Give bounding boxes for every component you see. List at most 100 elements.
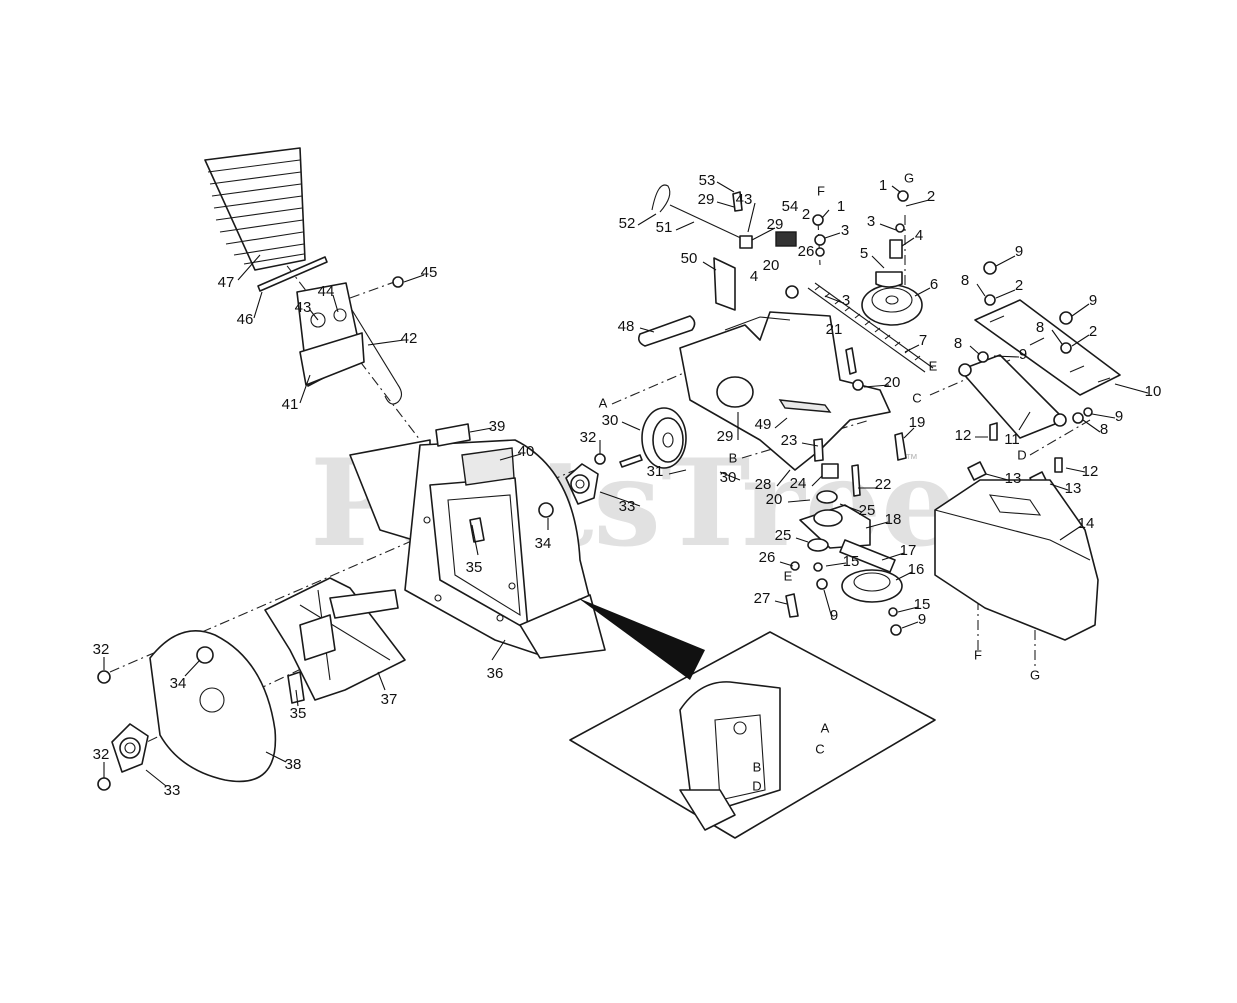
nut-8b <box>1072 412 1084 424</box>
idler-arm <box>799 504 896 573</box>
rod-51 <box>669 204 746 241</box>
nut-8a <box>977 351 989 363</box>
part-callout: 9 <box>1019 346 1027 363</box>
part-callout: 39 <box>489 418 506 435</box>
part-callout: 3 <box>867 213 875 230</box>
part-callout: 16 <box>908 561 925 578</box>
bearing-25a <box>816 490 838 504</box>
washer-f2 <box>814 234 826 246</box>
washer-f <box>812 214 824 226</box>
part-callout: 8 <box>961 272 969 289</box>
bushing-20b <box>852 379 864 391</box>
part-callout: 22 <box>875 476 892 493</box>
part-callout: 46 <box>237 311 254 328</box>
reference-letter: A <box>599 395 608 410</box>
bolt-35 <box>469 517 485 543</box>
part-callout: 9 <box>830 607 838 624</box>
rod <box>257 256 328 292</box>
nut-9c <box>983 261 997 275</box>
part-callout: 5 <box>860 245 868 262</box>
bearing-25b <box>807 538 829 552</box>
part-callout: 41 <box>282 396 299 413</box>
leader-lines <box>103 181 1149 787</box>
reference-letter: F <box>974 647 982 662</box>
part-callout: 2 <box>1015 277 1023 294</box>
nut-45 <box>392 276 404 288</box>
bearing-flange-right <box>565 463 599 505</box>
nut-9b <box>890 624 902 636</box>
part-callout: 8 <box>954 335 962 352</box>
fan-housing <box>349 439 606 659</box>
reference-letter: C <box>815 741 824 756</box>
hook-rod <box>351 309 403 405</box>
reference-letter: B <box>753 759 762 774</box>
knob-13a <box>967 461 987 481</box>
inset-pointer <box>578 598 705 680</box>
part-callout: 20 <box>766 491 783 508</box>
lever-bracket <box>713 257 736 311</box>
part-callout: 34 <box>535 535 552 552</box>
reference-letter: E <box>929 358 938 373</box>
part-callout: 9 <box>1089 292 1097 309</box>
bushing-20a <box>785 285 799 299</box>
part-callout: 2 <box>802 206 810 223</box>
part-callout: 2 <box>927 188 935 205</box>
bolt-35b <box>287 671 305 704</box>
part-callout: 33 <box>619 498 636 515</box>
part-callout: 9 <box>918 611 926 628</box>
drive-pulley <box>641 407 687 469</box>
reference-letter: D <box>1017 447 1026 462</box>
part-callout: 35 <box>290 705 307 722</box>
reference-letter: E <box>784 568 793 583</box>
bolt-21 <box>845 347 857 375</box>
washer-15b <box>888 607 898 617</box>
bolt-12a <box>989 422 998 441</box>
part-callout: 23 <box>781 432 798 449</box>
part-callout: 25 <box>859 502 876 519</box>
reference-letter: G <box>1030 667 1040 682</box>
impeller <box>264 577 406 701</box>
inset-detail <box>569 631 936 839</box>
nut-32a <box>97 670 111 684</box>
bolt-23 <box>813 438 824 462</box>
part-callout: 13 <box>1065 480 1082 497</box>
back-plate <box>149 630 277 783</box>
washer-2a <box>984 294 996 306</box>
part-callout: 13 <box>1005 470 1022 487</box>
part-callout: 53 <box>699 172 716 189</box>
reference-letter: A <box>821 720 830 735</box>
part-callout: 52 <box>619 215 636 232</box>
part-callout: 1 <box>879 177 887 194</box>
part-callout: 3 <box>841 222 849 239</box>
part-callout: 21 <box>826 321 843 338</box>
idler-pulley-bottom <box>841 569 903 603</box>
bolt-53 <box>732 191 743 212</box>
part-callout: 51 <box>656 219 673 236</box>
washer-9e <box>1083 407 1093 417</box>
key-31 <box>619 454 643 468</box>
part-callout: 12 <box>955 427 972 444</box>
part-callout: 4 <box>750 268 758 285</box>
part-callout: 29 <box>767 216 784 233</box>
nut-9a <box>816 578 828 590</box>
part-callout: 18 <box>885 511 902 528</box>
washer-26 <box>790 561 800 571</box>
part-callout: 10 <box>1145 383 1162 400</box>
washer-2b <box>1060 342 1072 354</box>
bolt-19 <box>894 432 907 461</box>
part-callout: 7 <box>919 332 927 349</box>
bearing-5 <box>875 271 903 288</box>
part-callout: 31 <box>647 463 664 480</box>
decal <box>435 423 471 447</box>
part-callout: 2 <box>1089 323 1097 340</box>
part-callout: 26 <box>798 243 815 260</box>
part-callout: 29 <box>698 191 715 208</box>
part-callout: 36 <box>487 665 504 682</box>
part-callout: 38 <box>285 756 302 773</box>
bearing-flange-left <box>111 723 149 773</box>
part-callout: 3 <box>842 292 850 309</box>
hairpin <box>651 184 671 213</box>
nut-32b <box>97 777 111 791</box>
part-callout: 37 <box>381 691 398 708</box>
